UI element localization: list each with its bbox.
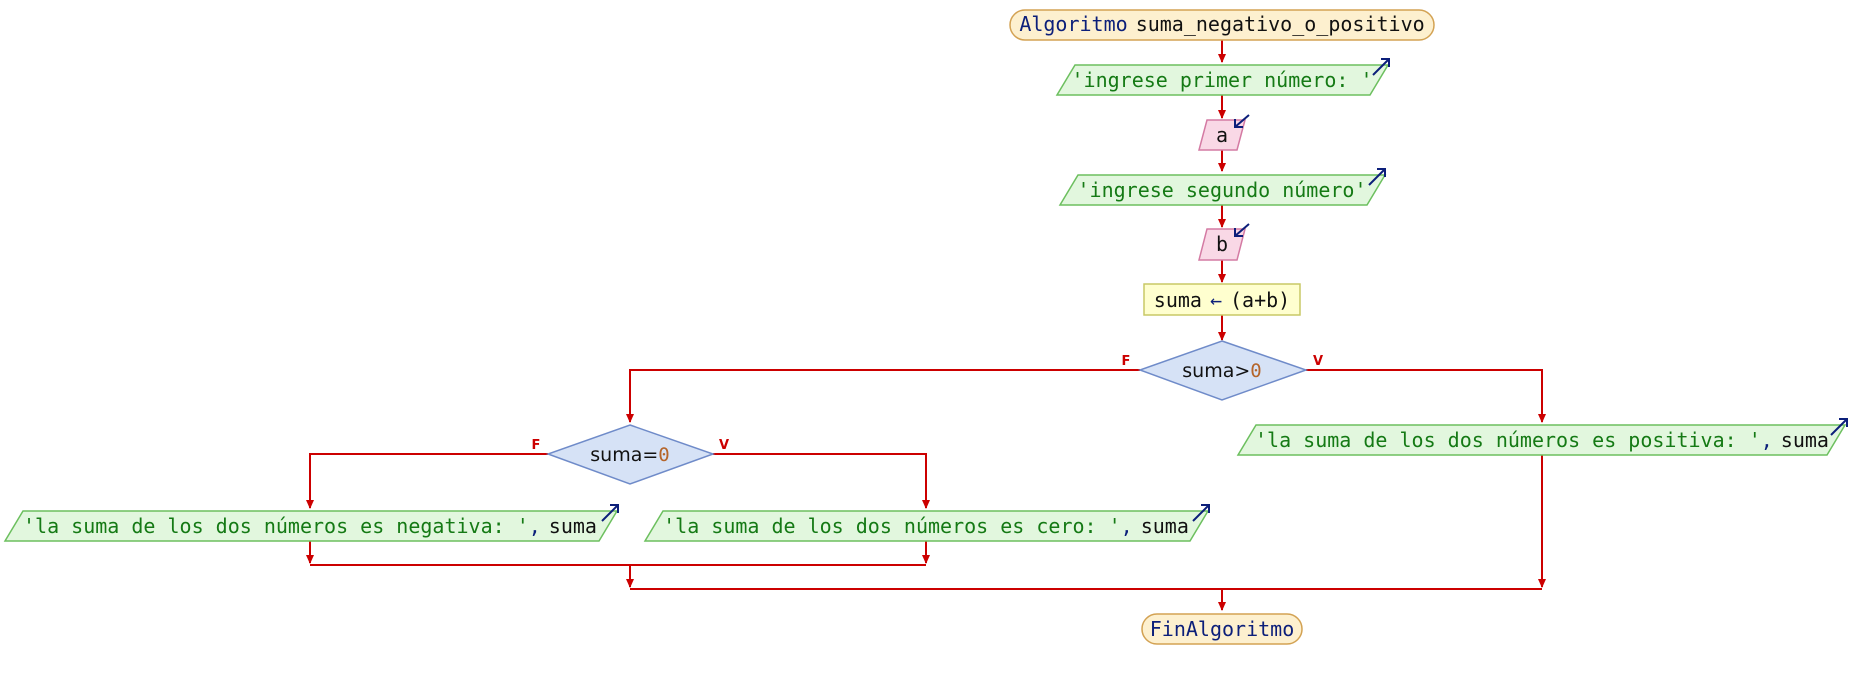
decision-suma-equal-zero: suma=0 F V [532, 424, 729, 485]
output-zero: 'la suma de los dos números es cero: ',s… [643, 504, 1210, 542]
input-arrow-icon [1234, 223, 1250, 237]
input-b: b [1198, 223, 1250, 261]
output-positive-text: 'la suma de los dos números es positiva:… [1255, 428, 1829, 452]
assignment-target: suma [1154, 288, 1202, 312]
output-prompt-first: 'ingrese primer número: ' [1055, 58, 1390, 96]
decision-1-true-label: V [1313, 354, 1323, 369]
output-prompt-second: 'ingrese segundo número' [1058, 168, 1387, 206]
decision-2-false-label: F [532, 438, 541, 453]
output-zero-text: 'la suma de los dos números es cero: ',s… [663, 514, 1189, 538]
output-arrow-icon [1192, 504, 1210, 522]
input-b-text: b [1216, 232, 1228, 256]
output-arrow-icon [601, 504, 619, 522]
output-arrow-icon [1368, 168, 1386, 186]
input-arrow-icon [1234, 114, 1250, 128]
algorithm-name: suma_negativo_o_positivo [1136, 12, 1425, 36]
assignment-text: suma ← (a+b) [1154, 288, 1290, 312]
start-terminal: Algoritmo suma_negativo_o_positivo [1009, 9, 1435, 41]
output-negative-text: 'la suma de los dos números es negativa:… [23, 514, 597, 538]
input-a: a [1198, 114, 1250, 151]
flow-lines [306, 40, 1546, 611]
output-prompt-second-text: 'ingrese segundo número' [1078, 178, 1367, 202]
end-terminal: FinAlgoritmo [1141, 613, 1303, 645]
output-arrow-icon [1372, 58, 1390, 76]
output-arrow-icon [1830, 418, 1848, 436]
assignment-expression: (a+b) [1230, 288, 1290, 312]
start-keyword: Algoritmo [1019, 12, 1127, 36]
decision-2-text: suma=0 [590, 444, 669, 466]
decision-1-text: suma>0 [1182, 360, 1261, 382]
assignment-block: suma ← (a+b) [1143, 283, 1301, 316]
decision-suma-greater-zero: suma>0 F V [1122, 340, 1323, 401]
decision-2-true-label: V [719, 438, 729, 453]
end-keyword: FinAlgoritmo [1150, 617, 1295, 641]
assignment-arrow: ← [1210, 288, 1222, 312]
output-negative: 'la suma de los dos números es negativa:… [3, 504, 619, 542]
output-positive: 'la suma de los dos números es positiva:… [1236, 418, 1848, 456]
output-prompt-first-text: 'ingrese primer número: ' [1071, 68, 1372, 92]
start-text: Algoritmo suma_negativo_o_positivo [1019, 12, 1424, 36]
decision-1-false-label: F [1122, 354, 1131, 369]
input-a-text: a [1216, 123, 1228, 147]
